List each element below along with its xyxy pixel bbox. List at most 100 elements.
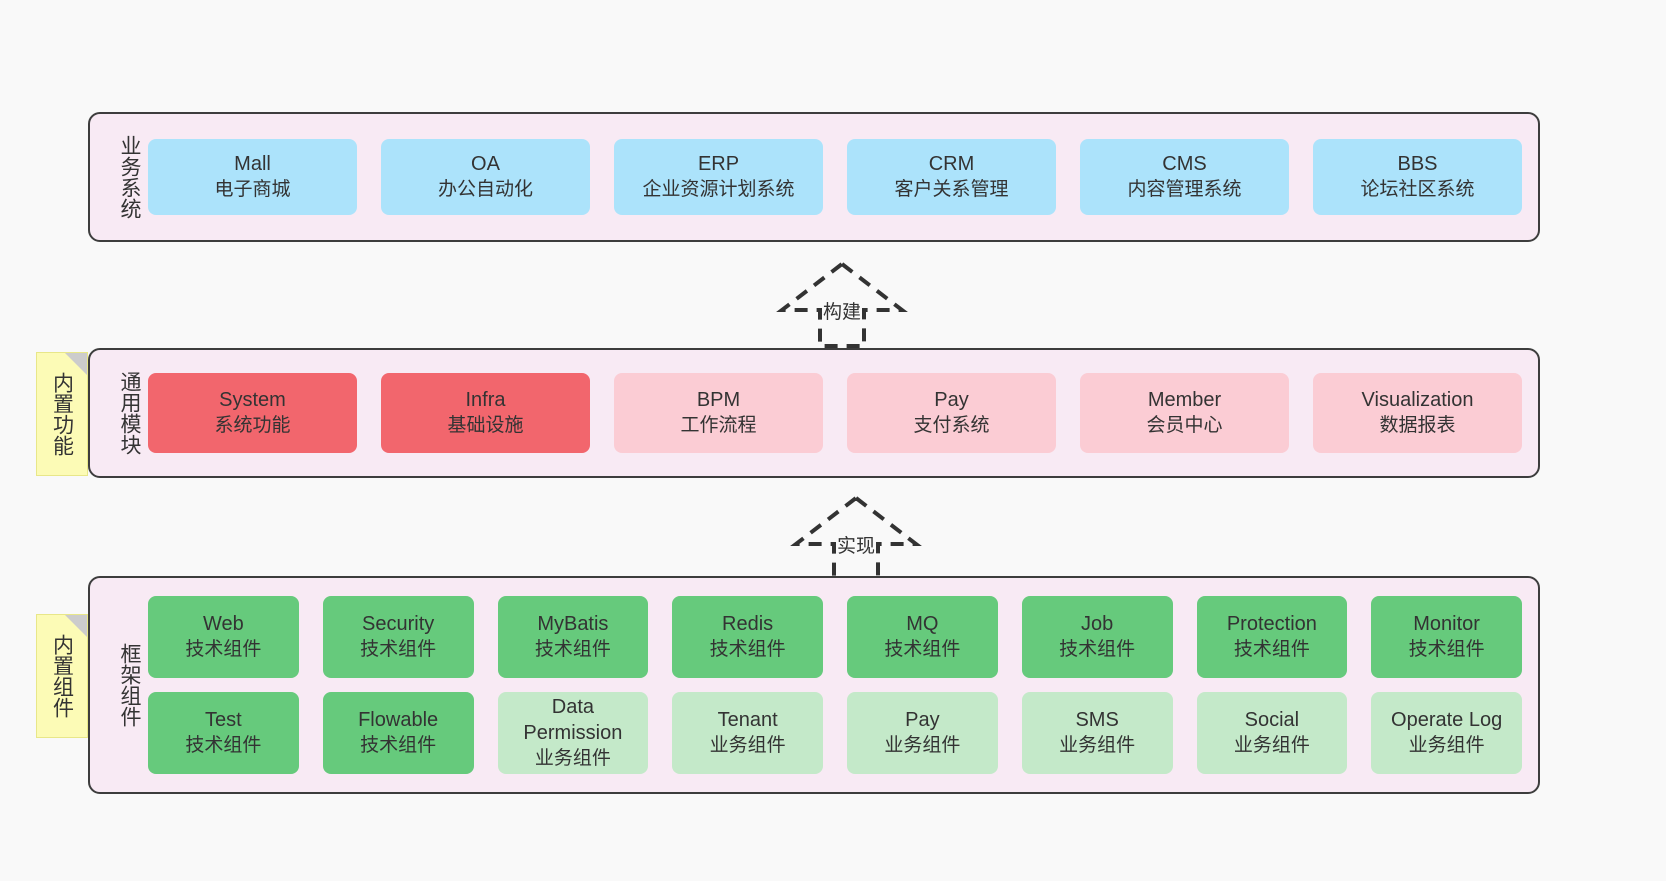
component-card-subtitle: 技术组件 — [534, 639, 611, 660]
layer-title-framework: 框架组件 — [118, 643, 141, 727]
module-card-erp[interactable]: ERP 企业资源计划系统 — [614, 139, 823, 215]
module-card-subtitle: 会员中心 — [1146, 415, 1223, 436]
layer-body-business: Mall 电子商城 OA 办公自动化 ERP 企业资源计划系统 CRM 客户关系… — [142, 114, 1538, 240]
component-card-subtitle: 技术组件 — [884, 639, 961, 660]
note-fold-corner-icon — [65, 615, 87, 637]
module-card-title: System — [219, 389, 286, 411]
component-card-subtitle: 技术组件 — [1233, 639, 1310, 660]
module-card-subtitle: 电子商城 — [214, 179, 291, 200]
module-card-bbs[interactable]: BBS 论坛社区系统 — [1313, 139, 1522, 215]
component-card-title: Flowable — [358, 709, 439, 731]
component-card-subtitle: 技术组件 — [1059, 639, 1136, 660]
component-card-subtitle: 技术组件 — [709, 639, 786, 660]
component-card-data-permission[interactable]: Data Permission 业务组件 — [497, 692, 649, 774]
component-card-title: Monitor — [1413, 613, 1480, 635]
module-card-subtitle: 办公自动化 — [437, 179, 533, 200]
component-card-subtitle: 技术组件 — [360, 639, 437, 660]
component-card-protection[interactable]: Protection 技术组件 — [1196, 596, 1348, 678]
component-card-title: Tenant — [717, 709, 778, 731]
layer-row: System 系统功能 Infra 基础设施 BPM 工作流程 Pay 支付系统… — [148, 373, 1522, 453]
component-card-title: Social — [1244, 709, 1300, 731]
component-card-mybatis[interactable]: MyBatis 技术组件 — [497, 596, 649, 678]
module-card-mall[interactable]: Mall 电子商城 — [148, 139, 357, 215]
component-card-job[interactable]: Job 技术组件 — [1021, 596, 1173, 678]
module-card-member[interactable]: Member 会员中心 — [1080, 373, 1289, 453]
layer-row: Test 技术组件 Flowable 技术组件 Data Permission … — [148, 692, 1522, 774]
component-card-operate-log[interactable]: Operate Log 业务组件 — [1371, 692, 1522, 774]
component-card-subtitle: 业务组件 — [1408, 735, 1485, 756]
layer-body-framework: Web 技术组件 Security 技术组件 MyBatis 技术组件 Redi… — [142, 578, 1538, 792]
component-card-subtitle: 业务组件 — [709, 735, 786, 756]
dashed-arrow-up-icon — [790, 495, 922, 582]
note-label: 内置组件 — [50, 634, 74, 718]
module-card-subtitle: 系统功能 — [214, 415, 291, 436]
connector-build: 构建 — [752, 258, 932, 350]
module-card-title: BPM — [696, 389, 741, 411]
component-card-subtitle: 技术组件 — [1408, 639, 1485, 660]
component-card-subtitle: 业务组件 — [1233, 735, 1310, 756]
dashed-arrow-up-icon — [776, 261, 908, 348]
component-card-redis[interactable]: Redis 技术组件 — [672, 596, 823, 678]
module-card-pay[interactable]: Pay 支付系统 — [847, 373, 1056, 453]
component-card-test[interactable]: Test 技术组件 — [148, 692, 299, 774]
component-card-web[interactable]: Web 技术组件 — [148, 596, 299, 678]
module-card-subtitle: 支付系统 — [913, 415, 990, 436]
component-card-security[interactable]: Security 技术组件 — [322, 596, 474, 678]
module-card-subtitle: 数据报表 — [1379, 415, 1456, 436]
component-card-title: Security — [362, 613, 435, 635]
note-label: 内置功能 — [50, 372, 74, 456]
module-card-subtitle: 论坛社区系统 — [1360, 179, 1475, 200]
module-card-subtitle: 内容管理系统 — [1127, 179, 1242, 200]
component-card-title: Data Permission — [523, 696, 623, 744]
component-card-social[interactable]: Social 业务组件 — [1196, 692, 1348, 774]
layer-title-common: 通用模块 — [118, 371, 141, 455]
module-card-title: CMS — [1162, 153, 1207, 175]
component-card-title: MQ — [906, 613, 939, 635]
component-card-sms[interactable]: SMS 业务组件 — [1021, 692, 1173, 774]
component-card-title: Pay — [905, 709, 940, 731]
module-card-subtitle: 客户关系管理 — [894, 179, 1009, 200]
component-card-title: Web — [202, 613, 244, 635]
component-card-title: Redis — [722, 613, 774, 635]
module-card-crm[interactable]: CRM 客户关系管理 — [847, 139, 1056, 215]
module-card-visualization[interactable]: Visualization 数据报表 — [1313, 373, 1522, 453]
module-card-system[interactable]: System 系统功能 — [148, 373, 357, 453]
layer-row: Mall 电子商城 OA 办公自动化 ERP 企业资源计划系统 CRM 客户关系… — [148, 139, 1522, 215]
module-card-title: Pay — [934, 389, 969, 411]
layer-row: Web 技术组件 Security 技术组件 MyBatis 技术组件 Redi… — [148, 596, 1522, 678]
layer-business-systems: 业务系统 Mall 电子商城 OA 办公自动化 ERP 企业资源计划系统 CRM… — [88, 112, 1540, 242]
module-card-title: Infra — [465, 389, 506, 411]
module-card-title: Member — [1147, 389, 1222, 411]
module-card-title: CRM — [928, 153, 975, 175]
component-card-tenant[interactable]: Tenant 业务组件 — [672, 692, 823, 774]
component-card-monitor[interactable]: Monitor 技术组件 — [1371, 596, 1522, 678]
module-card-subtitle: 企业资源计划系统 — [642, 179, 795, 200]
module-card-title: OA — [471, 153, 500, 175]
component-card-mq[interactable]: MQ 技术组件 — [847, 596, 998, 678]
module-card-title: Mall — [234, 153, 271, 175]
layer-framework-components: 框架组件 Web 技术组件 Security 技术组件 MyBatis 技术组件… — [88, 576, 1540, 794]
component-card-title: Protection — [1226, 613, 1317, 635]
module-card-subtitle: 工作流程 — [680, 415, 757, 436]
layer-common-modules: 通用模块 System 系统功能 Infra 基础设施 BPM 工作流程 Pay… — [88, 348, 1540, 478]
module-card-cms[interactable]: CMS 内容管理系统 — [1080, 139, 1289, 215]
component-card-pay[interactable]: Pay 业务组件 — [847, 692, 998, 774]
component-card-title: SMS — [1075, 709, 1119, 731]
module-card-oa[interactable]: OA 办公自动化 — [381, 139, 590, 215]
component-card-title: Operate Log — [1391, 709, 1503, 731]
note-fold-corner-icon — [65, 353, 87, 375]
component-card-title: MyBatis — [537, 613, 609, 635]
component-card-flowable[interactable]: Flowable 技术组件 — [322, 692, 474, 774]
component-card-subtitle: 业务组件 — [884, 735, 961, 756]
note-builtin-functions: 内置功能 — [36, 352, 88, 476]
component-card-title: Test — [205, 709, 242, 731]
module-card-infra[interactable]: Infra 基础设施 — [381, 373, 590, 453]
component-card-title: Job — [1081, 613, 1114, 635]
layer-title-business: 业务系统 — [118, 135, 141, 219]
module-card-bpm[interactable]: BPM 工作流程 — [614, 373, 823, 453]
module-card-title: ERP — [697, 153, 740, 175]
layer-body-common: System 系统功能 Infra 基础设施 BPM 工作流程 Pay 支付系统… — [142, 350, 1538, 476]
component-card-subtitle: 技术组件 — [185, 639, 262, 660]
component-card-subtitle: 技术组件 — [360, 735, 437, 756]
